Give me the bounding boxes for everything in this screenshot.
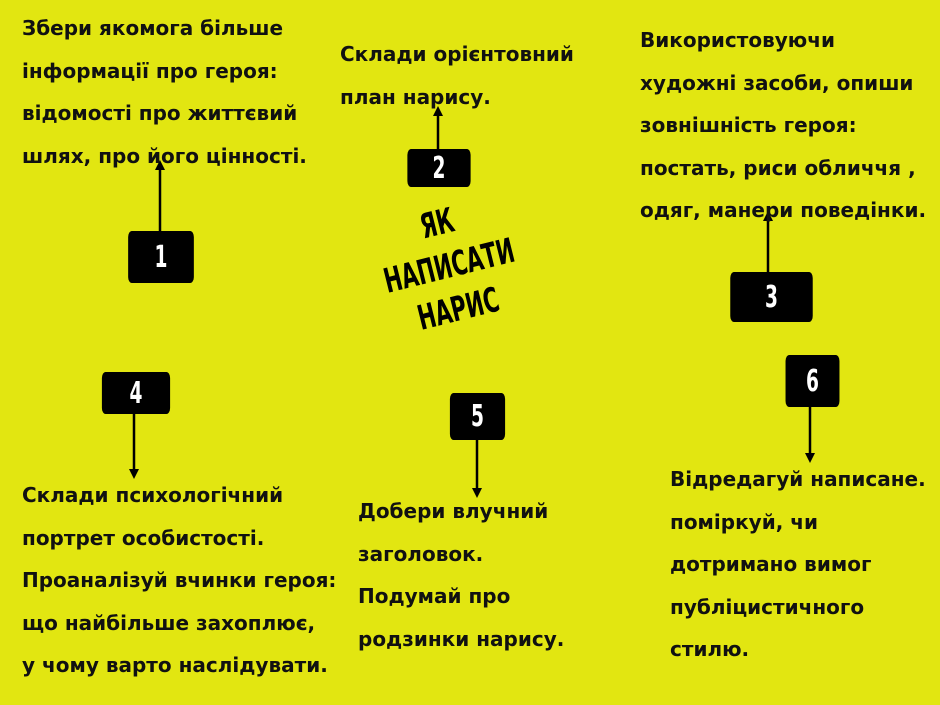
step-3-number: 3 — [765, 279, 778, 315]
step-2-line-1: Склади орієнтовний — [340, 42, 574, 66]
step-1-line-4: шлях, про його цінності. — [22, 143, 307, 168]
step-1-line-2: інформації про героя: — [22, 58, 278, 83]
step-2-line-2: план нарису. — [340, 84, 491, 109]
step-6-line-2: поміркуй, чи — [670, 509, 819, 534]
step-3-line-4: постать, риси обличчя , — [640, 155, 916, 180]
step-4-line-5: у чому варто наслідувати. — [22, 653, 328, 677]
step-5-line-2: заголовок. — [358, 541, 484, 566]
step-3-line-2: художні засоби, опиши — [640, 70, 914, 95]
step-2-box: 2 — [407, 149, 471, 187]
step-4-line-2: портрет особистості. — [22, 525, 265, 550]
step-6-line-1: Відредагуй написане. — [670, 467, 926, 491]
step-4-line-4: що найбільше захоплює, — [22, 610, 316, 635]
step-4-number: 4 — [129, 375, 143, 411]
step-1-box: 1 — [128, 231, 194, 283]
step-4-text: Склади психологічний портрет особистості… — [22, 474, 336, 687]
step-5-text: Добери влучний заголовок. Подумай про ро… — [358, 490, 564, 660]
step-2-text: Склади орієнтовний план нарису. — [340, 33, 574, 118]
step-6-line-5: стилю. — [670, 637, 750, 661]
step-5-line-3: Подумай про — [358, 584, 511, 608]
step-5-number: 5 — [471, 399, 484, 434]
step-6-text: Відредагуй написане. поміркуй, чи дотрим… — [670, 458, 926, 671]
step-3-line-1: Використовуючи — [640, 28, 835, 52]
step-2-number: 2 — [432, 150, 446, 186]
step-6-number: 6 — [806, 363, 819, 399]
step-5-box: 5 — [449, 393, 506, 440]
step-3-line-3: зовнішність героя: — [640, 113, 857, 137]
step-4-box: 4 — [101, 372, 171, 414]
step-3-box: 3 — [730, 272, 813, 322]
step-6-line-4: публіцистичного — [670, 594, 865, 619]
step-5-line-4: родзинки нарису. — [358, 626, 565, 651]
step-1-line-1: Збери якомога більше — [22, 16, 284, 40]
step-6-box: 6 — [785, 355, 840, 407]
step-3-text: Використовуючи художні засоби, опиши зов… — [640, 19, 926, 232]
step-1-number: 1 — [154, 239, 168, 275]
step-6-line-3: дотримано вимог — [670, 552, 872, 576]
step-1-text: Збери якомога більше інформації про геро… — [22, 7, 307, 177]
step-4-line-3: Проаналізуй вчинки героя: — [22, 568, 337, 592]
step-3-line-5: одяг, манери поведінки. — [640, 198, 927, 222]
step-4-line-1: Склади психологічний — [22, 483, 284, 507]
step-1-line-3: відомості про життєвий — [22, 101, 298, 125]
step-5-line-1: Добери влучний — [358, 499, 549, 523]
